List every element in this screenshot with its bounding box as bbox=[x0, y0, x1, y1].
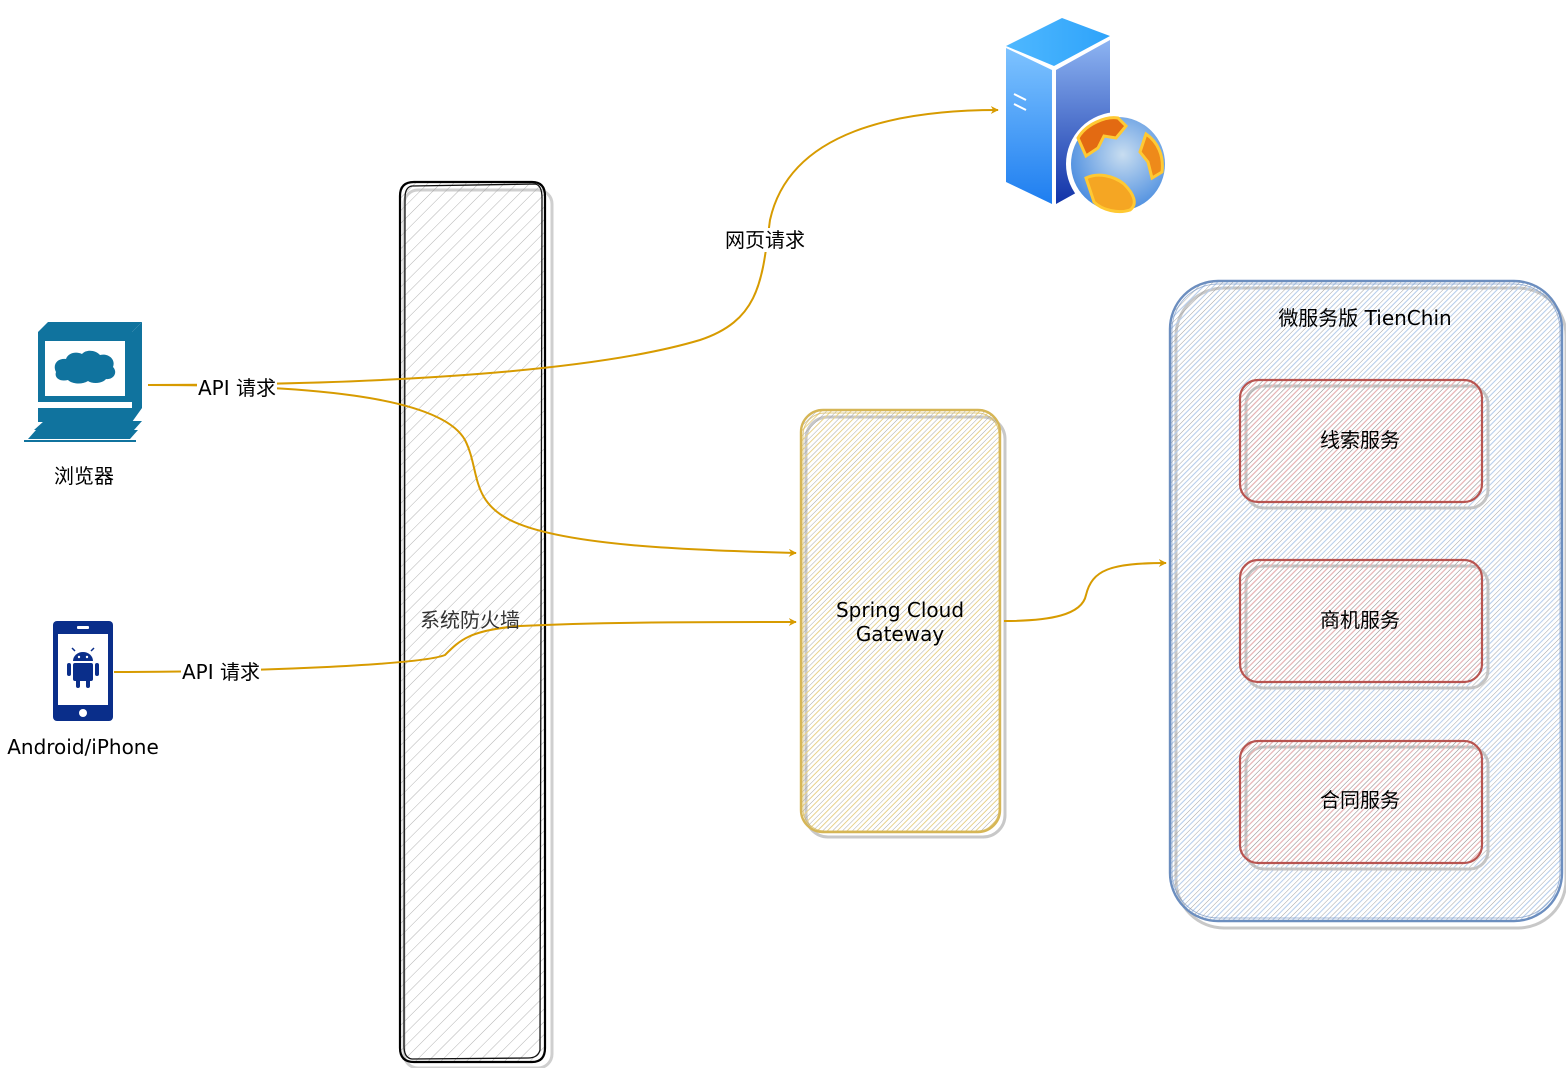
edge-browser-to-gateway[interactable] bbox=[147, 384, 797, 557]
edge-browser-to-webserver[interactable] bbox=[147, 106, 999, 386]
service-box-contract[interactable] bbox=[1238, 739, 1490, 871]
desktop-computer-icon[interactable] bbox=[24, 322, 142, 442]
firewall[interactable] bbox=[398, 180, 554, 1068]
gateway-label: Spring Cloud Gateway bbox=[836, 598, 964, 646]
android-phone-icon[interactable] bbox=[53, 621, 113, 721]
edge-label-mobile-api: API 请求 bbox=[181, 660, 261, 684]
firewall-outline bbox=[398, 180, 547, 1064]
mobile-label: Android/iPhone bbox=[7, 735, 159, 759]
gateway[interactable] bbox=[799, 408, 1007, 839]
browser-label: 浏览器 bbox=[54, 464, 114, 488]
gateway-label-line2: Gateway bbox=[855, 622, 945, 646]
service-box-clue[interactable] bbox=[1238, 378, 1490, 510]
microservices-title: 微服务版 TienChin bbox=[1278, 306, 1452, 330]
gateway-label-line1: Spring Cloud bbox=[835, 598, 965, 622]
firewall-label: 系统防火墙 bbox=[420, 608, 520, 632]
service-label-clue: 线索服务 bbox=[1320, 428, 1400, 452]
service-label-contract: 合同服务 bbox=[1320, 788, 1400, 812]
service-label-opportunity: 商机服务 bbox=[1320, 608, 1400, 632]
edge-label-browser-api: API 请求 bbox=[197, 376, 277, 400]
edge-mobile-to-gateway[interactable] bbox=[113, 618, 797, 673]
web-server-globe-icon[interactable] bbox=[1006, 18, 1170, 216]
edge-label-web-request: 网页请求 bbox=[724, 228, 806, 252]
service-box-opportunity[interactable] bbox=[1238, 558, 1490, 690]
edge-gateway-to-microservices[interactable] bbox=[1003, 559, 1167, 622]
